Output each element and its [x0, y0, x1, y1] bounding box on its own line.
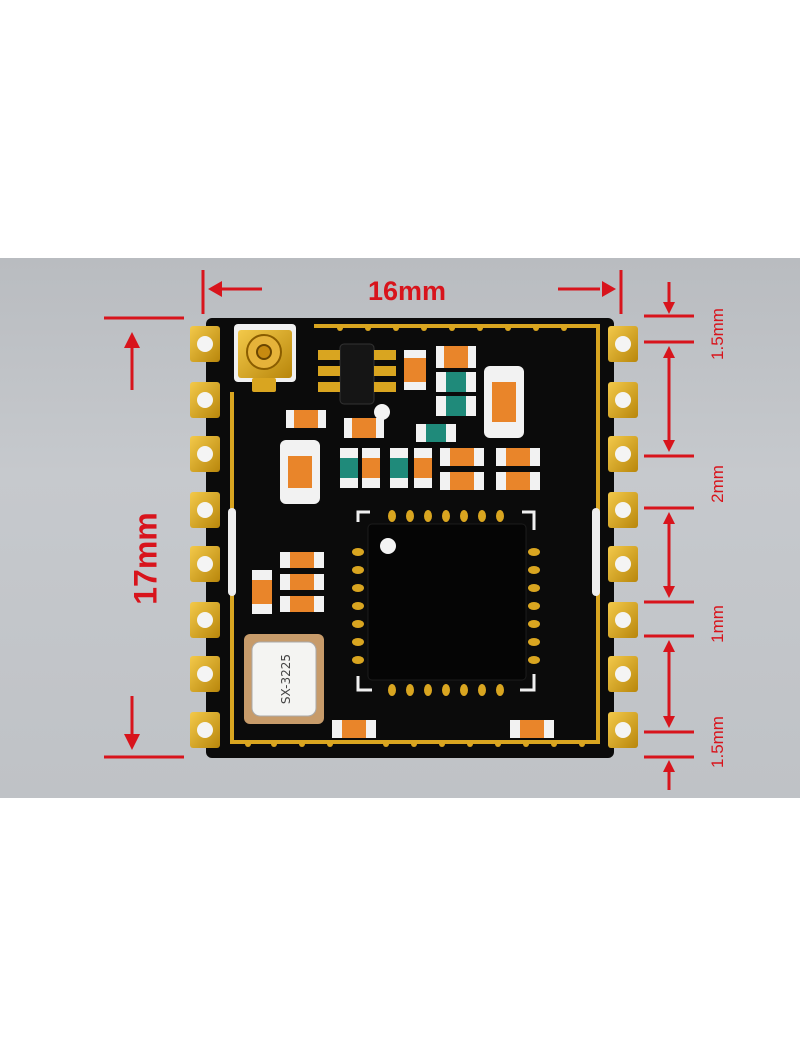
pitch-bottom-label: 1.5mm — [708, 716, 727, 768]
antenna-connector — [234, 324, 296, 392]
height-dimension-label: 17mm — [127, 512, 164, 605]
ground-trace — [230, 324, 600, 744]
sot-ic — [318, 343, 396, 405]
smd-passives — [252, 346, 554, 738]
left-slot — [228, 508, 236, 596]
width-dimension-label: 16mm — [368, 276, 447, 306]
pitch-top-label: 1.5mm — [708, 308, 727, 360]
left-pin-holes — [197, 336, 213, 738]
right-pin-holes — [615, 336, 631, 738]
crystal-oscillator — [244, 634, 324, 724]
right-slot — [592, 508, 600, 596]
pitch-low-label: 1mm — [708, 605, 727, 643]
rf-chip — [352, 510, 540, 696]
via-dots — [245, 325, 585, 747]
crystal-marking: SX-3225 — [279, 653, 293, 705]
dimension-lines — [104, 270, 694, 790]
fiducial-top — [374, 404, 390, 420]
pitch-mid-label: 2mm — [708, 465, 727, 503]
